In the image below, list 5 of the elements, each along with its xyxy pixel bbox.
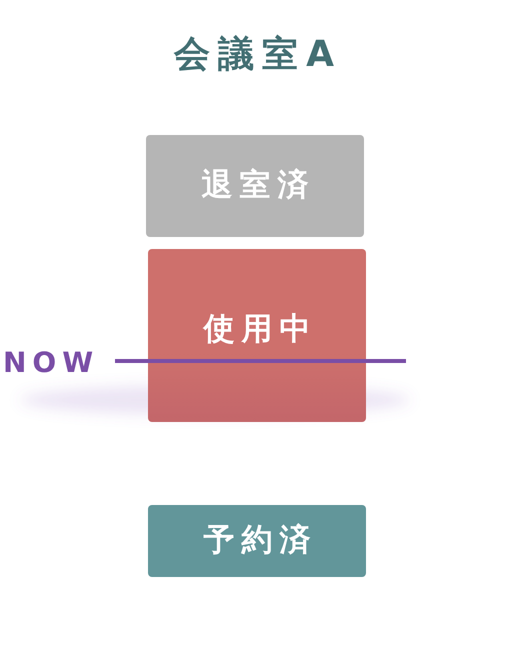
now-label: NOW	[3, 346, 100, 380]
title: 会議室A	[172, 33, 342, 76]
status-block: 予約済	[148, 505, 366, 577]
status-block: 退室済	[146, 135, 364, 237]
status-block: 使用中	[148, 249, 366, 422]
